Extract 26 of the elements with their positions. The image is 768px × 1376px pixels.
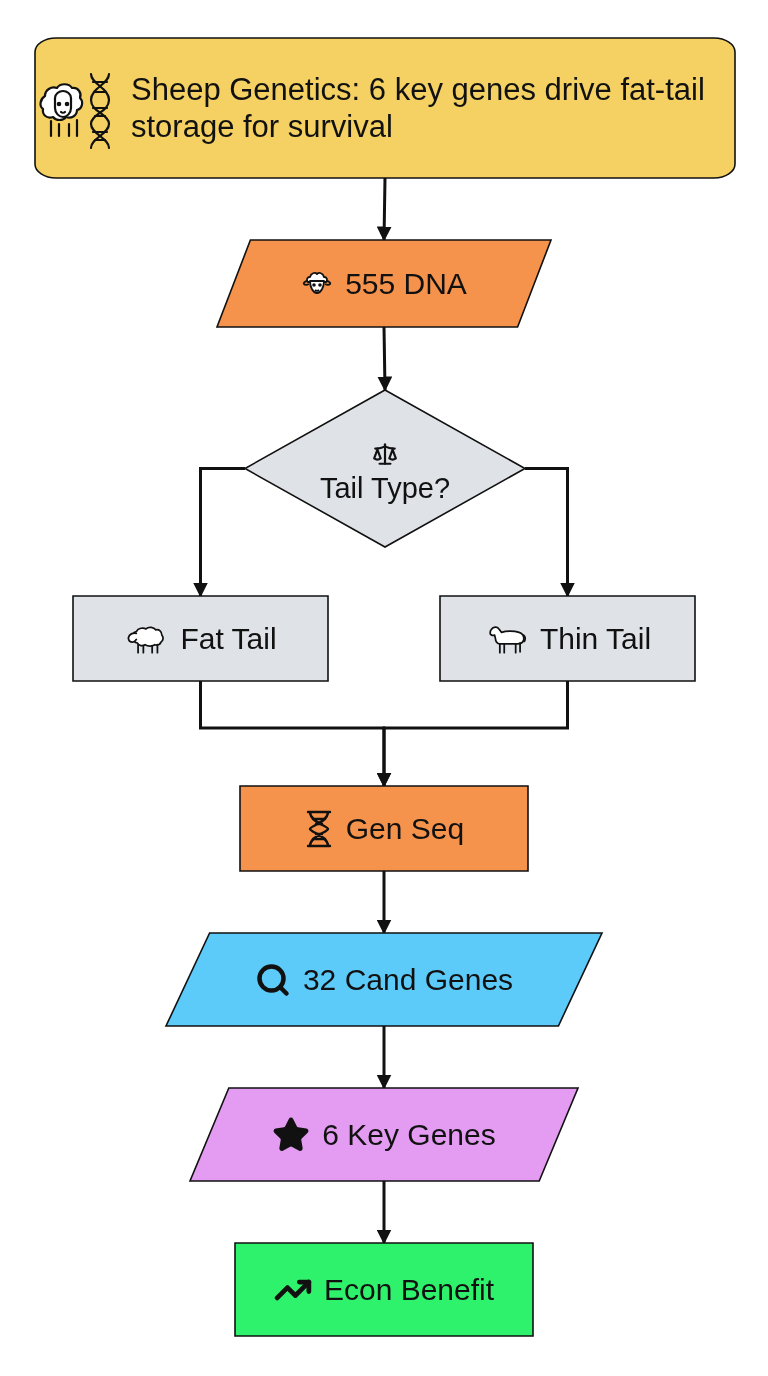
data-parallelogram [217,240,551,327]
process-box [440,596,695,681]
node-text: 6 Key Genes [322,1116,496,1153]
data-parallelogram [166,933,602,1026]
node-text: Sheep Genetics: 6 key genes drive fat-tail storage for survival [131,70,706,146]
arrow [193,467,245,598]
process-box [235,1243,533,1336]
arrow [376,871,392,935]
arrow [376,177,392,242]
title-box [35,38,735,178]
node-text: Gen Seq [345,810,465,847]
decision-diamond [245,390,525,547]
data-parallelogram [190,1088,578,1181]
node-text: Fat Tail [180,620,277,657]
process-box [73,596,328,681]
node-text: 555 DNA [345,265,467,302]
arrow [376,1026,392,1090]
process-box [240,786,528,871]
node-text: 32 Cand Genes [302,961,514,998]
arrow [525,467,575,598]
node-text: Econ Benefit [323,1271,495,1308]
arrow [376,681,569,788]
node-text: Tail Type? [319,471,450,506]
arrow [377,326,393,392]
node-text: Thin Tail [539,620,652,657]
arrow [376,1181,392,1245]
